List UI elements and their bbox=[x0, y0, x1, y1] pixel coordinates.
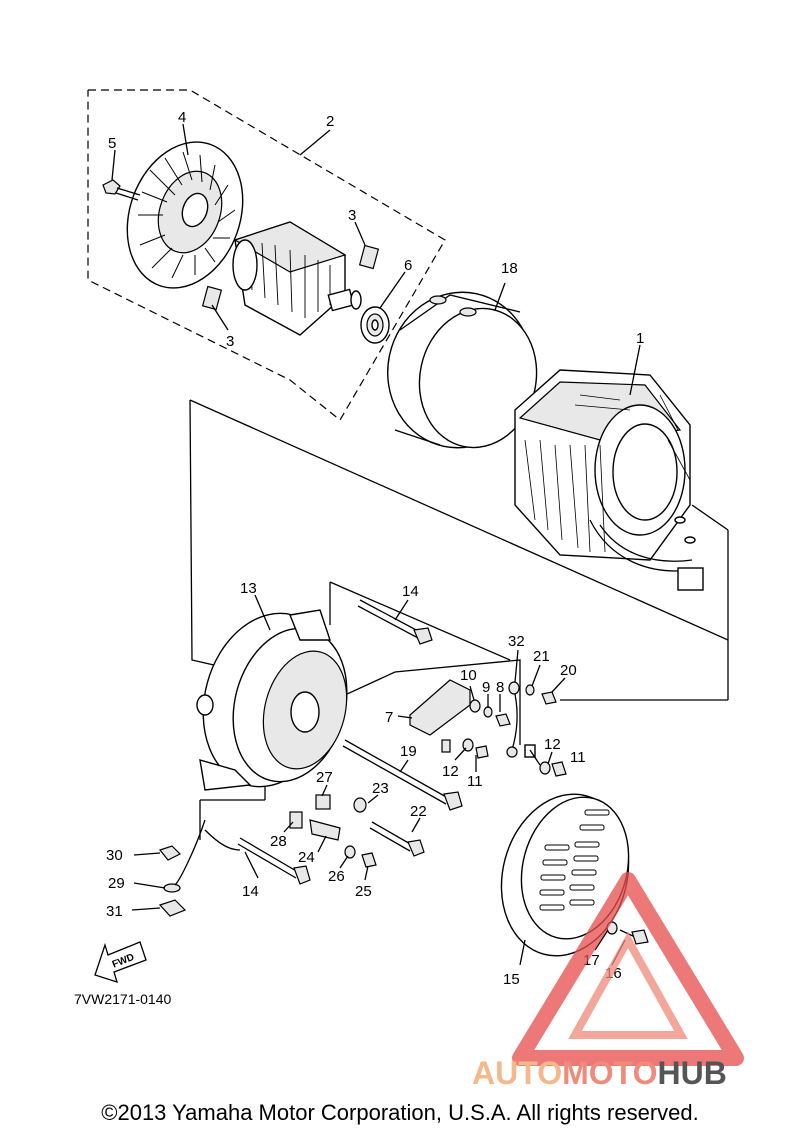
callout-13: 13 bbox=[240, 580, 257, 597]
callout-10: 10 bbox=[460, 667, 477, 684]
assembly-reference-line bbox=[189, 399, 521, 745]
fwd-arrow-icon bbox=[94, 941, 147, 983]
callout-19: 19 bbox=[400, 743, 417, 760]
callout-7: 7 bbox=[385, 709, 393, 726]
logo-word-auto: AUTO bbox=[472, 1055, 562, 1091]
cover-bolt bbox=[369, 821, 425, 857]
callout-3-lower: 3 bbox=[226, 333, 234, 350]
callout-labels: 1 2 3 3 4 5 6 7 8 9 10 11 11 12 12 13 14… bbox=[106, 109, 644, 988]
leader-lines bbox=[111, 123, 641, 966]
callout-25: 25 bbox=[355, 883, 372, 900]
logo-text: AUTOMOTOHUB bbox=[472, 1055, 727, 1091]
callout-14-lower: 14 bbox=[242, 883, 259, 900]
cooling-fan bbox=[126, 141, 244, 289]
callout-28: 28 bbox=[270, 833, 287, 850]
diagram-code: 7VW2171-0140 bbox=[74, 991, 172, 1007]
callout-3-upper: 3 bbox=[348, 207, 356, 224]
callout-32: 32 bbox=[508, 633, 525, 650]
callout-9: 9 bbox=[482, 679, 490, 696]
callout-8: 8 bbox=[496, 679, 504, 696]
callout-2: 2 bbox=[326, 113, 334, 130]
copyright-notice: ©2013 Yamaha Motor Corporation, U.S.A. A… bbox=[101, 1100, 699, 1125]
callout-4: 4 bbox=[178, 109, 186, 126]
callout-11-right: 11 bbox=[570, 749, 586, 766]
clip-upper bbox=[358, 244, 380, 270]
callout-11-mid: 11 bbox=[467, 773, 483, 790]
bearing bbox=[360, 306, 390, 344]
callout-24: 24 bbox=[298, 849, 315, 866]
callout-12-mid: 12 bbox=[442, 763, 459, 780]
automotohub-logo bbox=[512, 872, 744, 1066]
logo-word-hub: HUB bbox=[657, 1055, 726, 1091]
callout-23: 23 bbox=[372, 780, 389, 797]
callout-18: 18 bbox=[501, 260, 518, 277]
callout-27: 27 bbox=[316, 769, 333, 786]
fan-bolt bbox=[102, 179, 141, 201]
cover-screw bbox=[619, 929, 649, 945]
callout-1: 1 bbox=[636, 330, 644, 347]
callout-15: 15 bbox=[503, 971, 520, 988]
callout-22: 22 bbox=[410, 803, 427, 820]
rectifier bbox=[409, 679, 471, 736]
callout-29: 29 bbox=[108, 875, 125, 892]
callout-6: 6 bbox=[404, 257, 412, 274]
callout-14-upper: 14 bbox=[402, 583, 419, 600]
callout-31: 31 bbox=[106, 903, 123, 920]
callout-5: 5 bbox=[108, 135, 116, 152]
stator bbox=[514, 369, 704, 591]
ground-lead-bolt bbox=[237, 837, 311, 885]
rotor bbox=[232, 221, 362, 336]
logo-word-moto: MOTO bbox=[562, 1055, 657, 1091]
callout-20: 20 bbox=[560, 662, 577, 679]
stator-band bbox=[387, 291, 538, 449]
clip-lower bbox=[201, 285, 223, 311]
through-bolt-upper bbox=[357, 599, 433, 645]
through-bolt-lower bbox=[342, 739, 463, 811]
callout-26: 26 bbox=[328, 868, 345, 885]
callout-12-right: 12 bbox=[544, 736, 561, 753]
bracket-housing bbox=[196, 609, 348, 791]
callout-30: 30 bbox=[106, 847, 123, 864]
callout-21: 21 bbox=[533, 648, 550, 665]
end-cover bbox=[500, 793, 630, 957]
